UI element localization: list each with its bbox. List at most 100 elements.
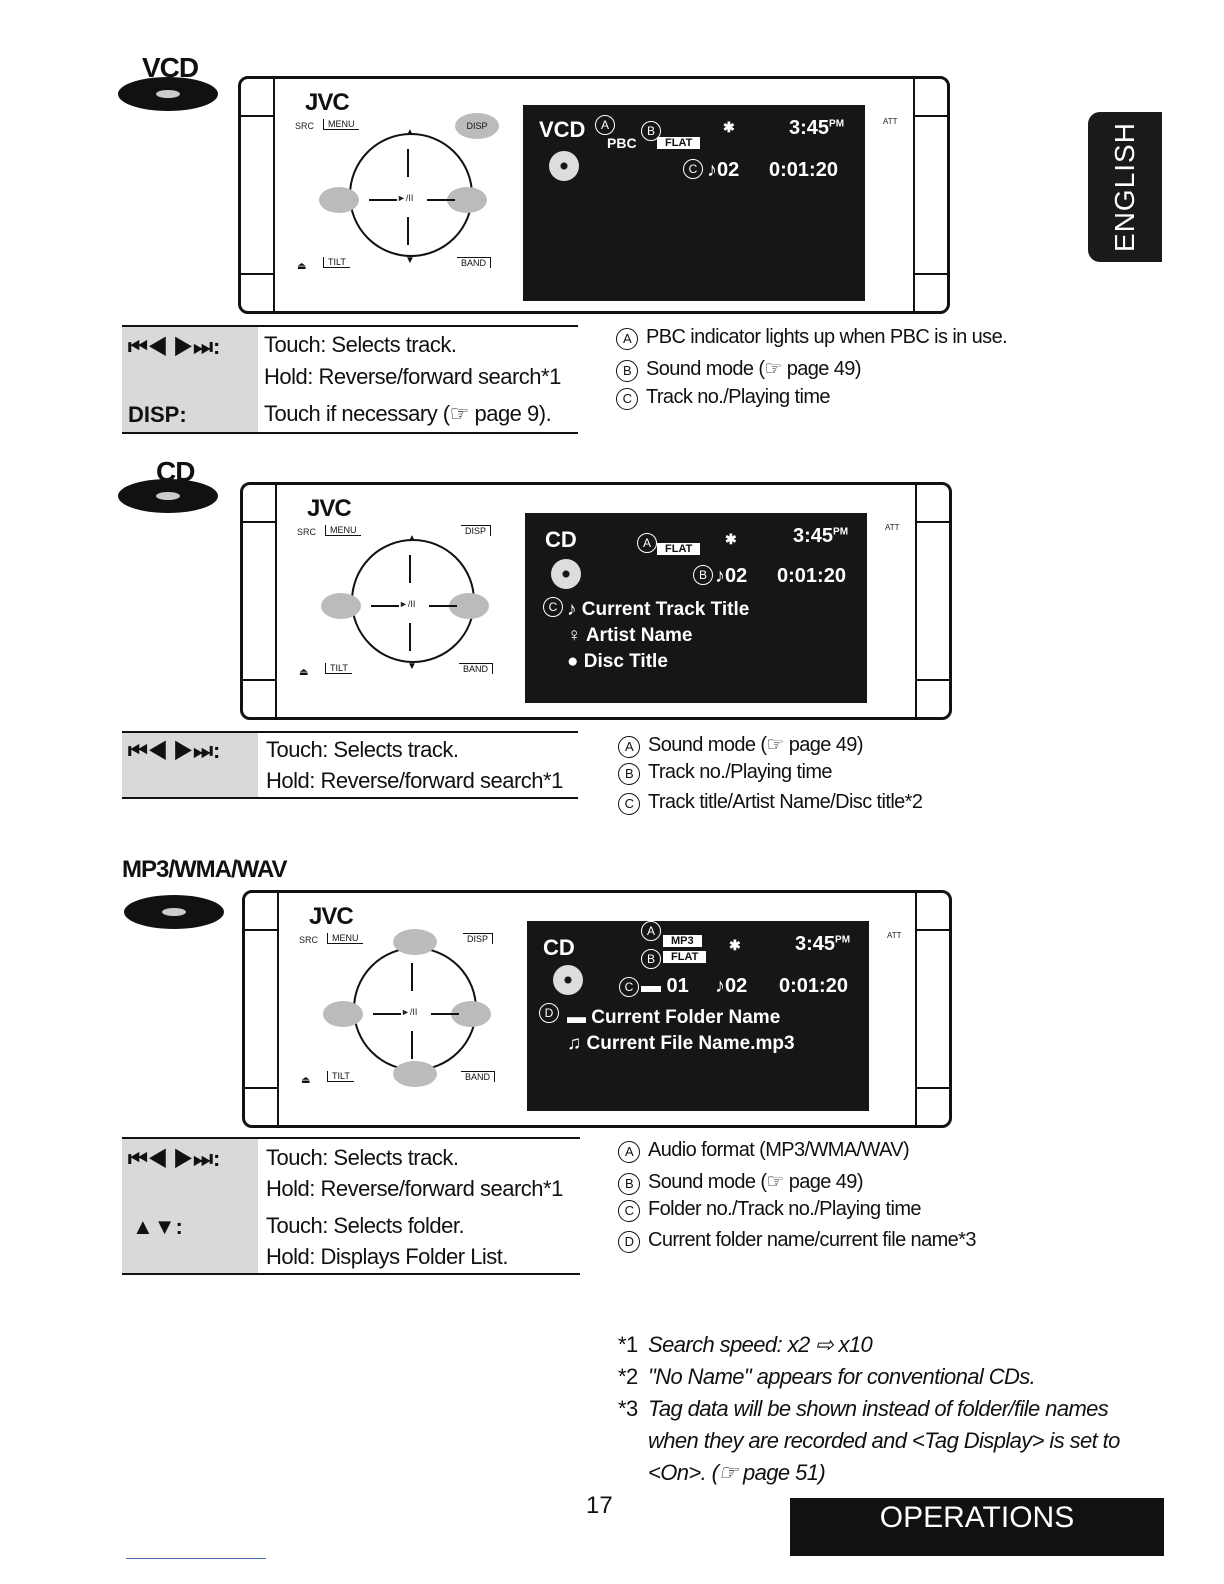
note-text: Track no./Playing time [646, 386, 831, 408]
disp-label: DISP: [128, 402, 187, 427]
band-button[interactable]: BAND [457, 257, 492, 268]
note-text: PBC indicator lights up when PBC is in u… [646, 326, 1008, 348]
disc-label-mp3: MP3/WMA/WAV [122, 856, 288, 883]
menu-button[interactable]: MENU [327, 933, 363, 944]
language-tab: ENGLISH [1088, 112, 1162, 262]
marker-a: A [595, 115, 615, 135]
footnote-mark: *1 [618, 1332, 638, 1357]
note-marker: A [616, 328, 638, 350]
src-button[interactable]: SRC [299, 935, 319, 945]
jvc-logo: JVC [305, 89, 350, 116]
control-desc: Hold: Reverse/forward search*1 [266, 1176, 563, 1201]
disc-label-vcd: VCD [142, 52, 199, 83]
folder-name: ▬ Current Folder Name [567, 1007, 781, 1028]
clock-ampm: PM [829, 118, 845, 130]
play-pause-button[interactable]: ►/II [399, 599, 416, 609]
control-desc: Touch: Selects folder. [266, 1213, 465, 1238]
marker-c: C [543, 597, 563, 617]
jvc-logo: JVC [309, 903, 354, 930]
disp-button[interactable]: DISP [461, 525, 492, 536]
folder-buttons-label: ▲▼: [132, 1214, 183, 1239]
source-label: CD [543, 935, 575, 960]
src-button[interactable]: SRC [297, 527, 317, 537]
disp-button[interactable]: DISP [463, 933, 494, 944]
disc-icon [551, 559, 581, 589]
note-marker: A [618, 1141, 640, 1163]
playing-time: 0:01:20 [779, 975, 848, 997]
band-button[interactable]: BAND [459, 663, 494, 674]
control-desc: Touch if necessary (☞ page 9). [264, 401, 552, 426]
tilt-button[interactable]: TILT [325, 663, 352, 674]
control-desc: Touch: Selects track. [266, 1145, 459, 1170]
control-desc: Touch: Selects track. [266, 737, 459, 762]
track-number: ♪02 [707, 159, 740, 181]
control-desc: Hold: Reverse/forward search*1 [264, 364, 561, 389]
marker-a: A [641, 921, 661, 941]
eject-icon[interactable]: ⏏ [297, 261, 307, 272]
att-button[interactable]: ATT [885, 523, 900, 532]
marker-c: C [619, 977, 639, 997]
att-button[interactable]: ATT [883, 117, 898, 126]
note-text: Audio format (MP3/WMA/WAV) [648, 1139, 910, 1161]
menu-button[interactable]: MENU [323, 119, 359, 130]
head-unit: JVC SRC MENU DISP ▲ ▼ ►/II ⏏ TILT BAND A… [240, 482, 952, 720]
clock: 3:45 [789, 117, 830, 139]
clock: 3:45 [793, 525, 834, 547]
up-arrow-icon[interactable]: ▲ [405, 127, 415, 138]
prev-track-button[interactable] [319, 187, 359, 213]
src-button[interactable]: SRC [295, 121, 315, 131]
footnote-text: Tag data will be shown instead of folder… [648, 1396, 1109, 1421]
marker-a: A [637, 533, 657, 553]
eject-icon[interactable]: ⏏ [299, 667, 309, 678]
down-arrow-icon[interactable]: ▼ [405, 255, 415, 266]
note-marker: A [618, 736, 640, 758]
file-name: ♫ Current File Name.mp3 [567, 1033, 795, 1054]
playing-time: 0:01:20 [769, 159, 838, 181]
up-arrow-icon[interactable]: ▲ [407, 533, 417, 544]
eject-icon[interactable]: ⏏ [301, 1075, 311, 1086]
jvc-logo: JVC [307, 495, 352, 522]
up-folder-button[interactable] [393, 929, 437, 955]
control-label-panel [122, 732, 258, 798]
display-screen: CD A MP3 B FLAT ✱ 3:45PM C ▬ 01 ♪02 0:01… [527, 921, 869, 1111]
tilt-button[interactable]: TILT [327, 1071, 354, 1082]
prev-track-button[interactable] [321, 593, 361, 619]
disp-button[interactable]: DISP [455, 113, 499, 139]
marker-c: C [683, 159, 703, 179]
note-text: Sound mode (☞ page 49) [648, 1171, 863, 1193]
down-arrow-icon[interactable]: ▼ [407, 661, 417, 672]
bluetooth-icon: ✱ [729, 937, 741, 953]
skip-buttons-label: ⏮◀ ▶⏭: [128, 1146, 221, 1171]
note-marker: C [618, 793, 640, 815]
disc-icon [118, 479, 218, 513]
footnote-text: <On>. (☞ page 51) [648, 1460, 826, 1485]
sound-mode: FLAT [657, 543, 701, 555]
footnote-mark: *3 [618, 1396, 638, 1421]
control-label-panel [122, 1138, 258, 1274]
footnote-text: when they are recorded and <Tag Display>… [648, 1428, 1120, 1453]
sound-mode: FLAT [657, 137, 701, 149]
footnote-text: "No Name" appears for conventional CDs. [648, 1364, 1036, 1389]
note-marker: C [616, 388, 638, 410]
down-folder-button[interactable] [393, 1061, 437, 1087]
tilt-button[interactable]: TILT [323, 257, 350, 268]
play-pause-button[interactable]: ►/II [401, 1007, 418, 1017]
att-button[interactable]: ATT [887, 931, 902, 940]
control-desc: Touch: Selects track. [264, 332, 457, 357]
divider [126, 1558, 266, 1559]
artist-name: ♀ Artist Name [567, 625, 693, 646]
band-button[interactable]: BAND [461, 1071, 496, 1082]
play-pause-button[interactable]: ►/II [397, 193, 414, 203]
source-label: VCD [539, 117, 586, 142]
menu-button[interactable]: MENU [325, 525, 361, 536]
page-number: 17 [586, 1492, 613, 1519]
bluetooth-icon: ✱ [725, 531, 737, 547]
note-text: Folder no./Track no./Playing time [648, 1198, 922, 1220]
note-marker: B [618, 1173, 640, 1195]
prev-track-button[interactable] [323, 1001, 363, 1027]
